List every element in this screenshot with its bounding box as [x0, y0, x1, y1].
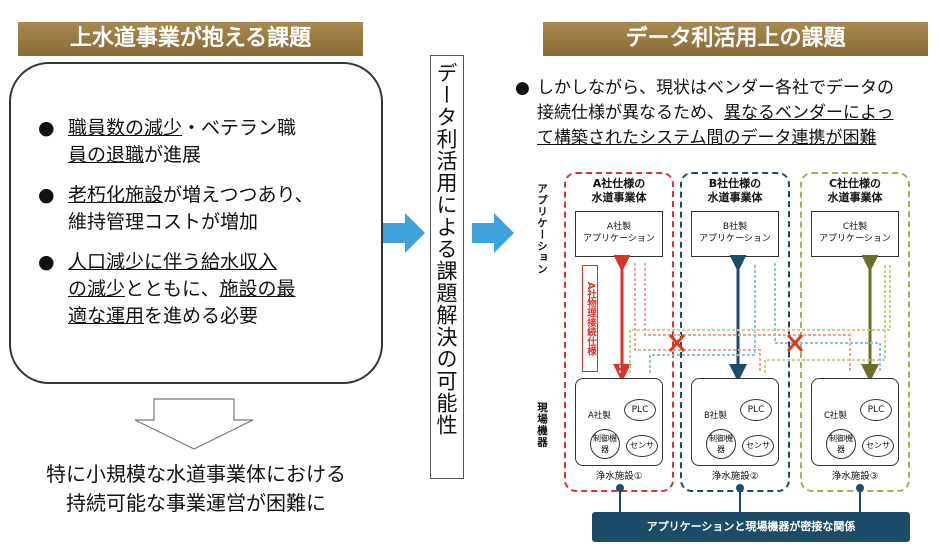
vendor-application: B社製アプリケーション: [691, 211, 779, 257]
vendor-b-column: [680, 172, 790, 492]
left-header: 上水道事業が抱える課題: [18, 22, 363, 56]
issues-box: [9, 62, 383, 384]
right-arrow-icon: [383, 213, 425, 253]
down-arrow-icon: [134, 398, 254, 450]
site-equipment-box: C社製 PLC 制御機器 センサ: [811, 378, 899, 466]
maker-label: C社製: [824, 411, 847, 421]
control-device-node: 制御機器: [590, 429, 620, 459]
bullet-icon: ●: [515, 78, 530, 98]
column-title: B社仕様の水道事業体: [707, 177, 763, 204]
a-interface-label: A社物理接続仕様: [582, 265, 598, 372]
issue-text: しかしながら、現状はベンダー各社でデータの: [537, 78, 894, 98]
column-title: A社仕様の水道事業体: [591, 177, 647, 204]
conclusion: 特に小規模な水道事業体における 持続可能な事業運営が困難に: [0, 460, 392, 518]
bar-connectors: [616, 484, 864, 512]
issue-list: ● 職員数の減少・ベテラン職 員の退職が進展 ● 老朽化施設が増えつつあり、 維…: [38, 115, 378, 343]
possibility-box: データ利活用による課題解決の可能性: [430, 55, 464, 479]
issue-item: ● 職員数の減少・ベテラン職 員の退職が進展: [38, 115, 378, 169]
issue-text: 員の退職: [68, 144, 145, 166]
sensor-node: センサ: [626, 435, 658, 457]
issue-text: 人口減少に伴う給水収入: [68, 251, 278, 273]
vendor-c-column: [800, 172, 910, 492]
issue-item: ● 老朽化施設が増えつつあり、 維持管理コストが増加: [38, 182, 378, 236]
sensor-node: センサ: [742, 435, 774, 457]
issue-text: 施設の最: [219, 278, 296, 300]
bullet-icon: ●: [38, 184, 55, 206]
site-equipment-box: B社製 PLC 制御機器 センサ: [691, 378, 779, 466]
possibility-text: データ利活用による課題解決の可能性: [434, 62, 458, 436]
column-title: C社仕様の水道事業体: [827, 177, 883, 204]
issue-text: 適な運用: [68, 305, 145, 327]
issue-text: 老朽化施設: [68, 184, 164, 206]
issue-text: 接続仕様が異なるため、: [537, 103, 724, 123]
right-arrow-icon: [472, 213, 514, 253]
control-device-node: 制御機器: [826, 429, 856, 459]
conclusion-line: 特に小規模な水道事業体における: [46, 462, 346, 486]
plc-node: PLC: [740, 399, 772, 421]
issue-text: の減少: [68, 278, 126, 300]
plant-label: 浄水施設③: [831, 471, 879, 482]
issue-text: とともに、: [125, 278, 220, 300]
data-issue-text: ● しかしながら、現状はベンダー各社でデータの 接続仕様が異なるため、異なるベン…: [515, 76, 935, 151]
conclusion-line: 持続可能な事業運営が困難に: [66, 491, 326, 515]
control-device-node: 制御機器: [706, 429, 736, 459]
app-layer-label: アプリケーション: [536, 183, 548, 275]
site-equipment-box: A社製 PLC 制御機器 センサ: [575, 378, 663, 466]
bullet-icon: ●: [38, 251, 55, 273]
maker-label: A社製: [588, 411, 611, 421]
issue-text: を進める必要: [144, 305, 259, 327]
issue-text: て構築された: [537, 128, 639, 148]
plc-node: PLC: [624, 399, 656, 421]
maker-label: B社製: [704, 411, 727, 421]
site-layer-label: 現場機器: [536, 402, 548, 448]
issue-text: 維持管理コストが増加: [68, 211, 259, 233]
plant-label: 浄水施設①: [595, 471, 643, 482]
issue-text: 職員数の減少: [68, 117, 183, 139]
plc-node: PLC: [860, 399, 892, 421]
vendor-application: C社製アプリケーション: [811, 211, 899, 257]
issue-text: が進展: [144, 144, 202, 166]
issue-text: が増えつつあり、: [163, 184, 314, 206]
issue-item: ● 人口減少に伴う給水収入 の減少とともに、施設の最 適な運用を進める必要: [38, 249, 378, 330]
bullet-icon: ●: [38, 117, 55, 139]
issue-text: システム間のデータ連携が困難: [639, 128, 877, 148]
connection-lines: [613, 255, 891, 382]
sensor-node: センサ: [862, 435, 894, 457]
issue-text: ・ベテラン職: [182, 117, 297, 139]
bottom-bar: アプリケーションと現場機器が密接な関係: [592, 512, 910, 542]
right-header: データ利活用上の課題: [543, 22, 928, 56]
issue-text: 異なるベンダーによっ: [724, 103, 894, 123]
plant-label: 浄水施設②: [711, 471, 759, 482]
vendor-application: A社製アプリケーション: [575, 211, 663, 257]
